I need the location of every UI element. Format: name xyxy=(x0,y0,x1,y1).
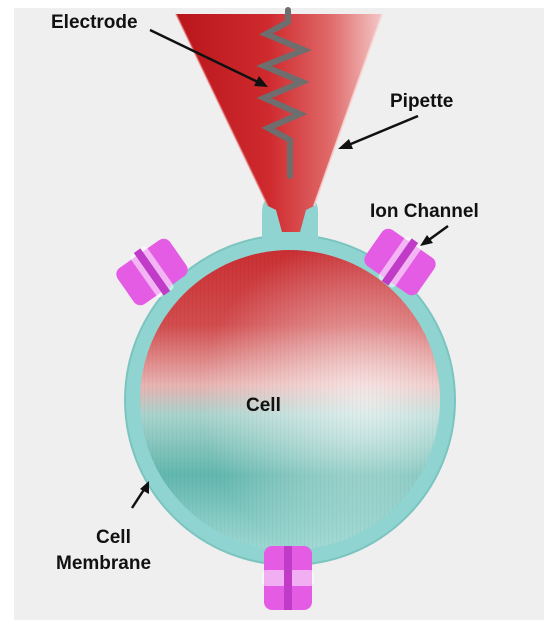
ion-channel-label: Ion Channel xyxy=(370,200,479,224)
pipette-arrow xyxy=(338,116,418,149)
cell-membrane-label-line1: Cell xyxy=(96,526,131,550)
cell-membrane-arrow xyxy=(132,481,149,508)
cell-membrane-label-line2: Membrane xyxy=(56,552,151,576)
electrode-label: Electrode xyxy=(51,11,138,35)
ion-channel-arrow xyxy=(420,226,448,246)
ion-channel-bottom xyxy=(262,546,314,610)
pipette-label: Pipette xyxy=(390,90,453,114)
cell-label: Cell xyxy=(246,394,281,418)
cell-body xyxy=(140,250,440,550)
